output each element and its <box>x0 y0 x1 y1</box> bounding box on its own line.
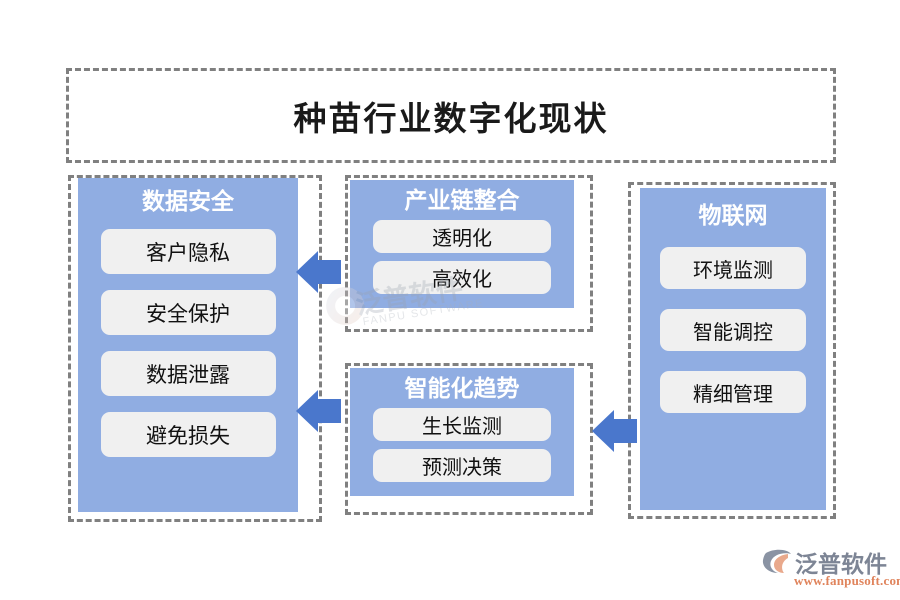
group-panel-iot[interactable]: 物联网 环境监测 智能调控 精细管理 <box>640 188 826 510</box>
arrow-left-icon-chain-to-security <box>296 251 342 293</box>
logo-url: www.fanpusoft.com <box>794 573 900 588</box>
group-item-ai-2[interactable]: 预测决策 <box>373 449 551 482</box>
fanpu-logo-icon <box>762 547 792 575</box>
group-item-iot-2[interactable]: 智能调控 <box>660 309 806 351</box>
arrow-head <box>592 410 614 452</box>
arrow-head <box>296 251 318 293</box>
group-item-security-3[interactable]: 数据泄露 <box>100 351 276 396</box>
group-title-iot: 物联网 <box>698 203 768 228</box>
arrow-tail <box>613 419 637 443</box>
arrow-tail <box>317 260 341 284</box>
page-title: 种苗行业数字化现状 <box>293 101 609 138</box>
group-item-security-2[interactable]: 安全保护 <box>100 290 276 335</box>
logo-brand-cn: 泛普软件 <box>795 552 887 577</box>
group-item-security-1[interactable]: 客户隐私 <box>100 229 276 274</box>
group-item-iot-3[interactable]: 精细管理 <box>660 371 806 413</box>
brand-logo: 泛普软件 www.fanpusoft.com <box>762 545 900 593</box>
group-item-iot-1[interactable]: 环境监测 <box>660 247 806 289</box>
group-outline-ai <box>345 363 593 515</box>
group-title-chain: 产业链整合 <box>404 188 520 213</box>
group-item-chain-2[interactable]: 高效化 <box>373 261 551 294</box>
group-item-chain-1[interactable]: 透明化 <box>373 220 551 253</box>
group-panel-security[interactable]: 数据安全 客户隐私 安全保护 数据泄露 避免损失 <box>78 178 298 512</box>
group-title-ai: 智能化趋势 <box>404 376 520 401</box>
arrow-left-icon-ai-to-security <box>296 390 342 432</box>
arrow-tail <box>317 399 341 423</box>
group-title-security: 数据安全 <box>142 189 234 214</box>
group-outline-security <box>68 175 322 522</box>
title-container: 种苗行业数字化现状 <box>66 68 836 163</box>
group-outline-iot <box>628 182 836 519</box>
group-item-security-4[interactable]: 避免损失 <box>100 412 276 457</box>
group-outline-chain <box>345 175 593 332</box>
group-item-ai-1[interactable]: 生长监测 <box>373 408 551 441</box>
group-panel-ai[interactable]: 智能化趋势 生长监测 预测决策 <box>350 368 574 496</box>
arrow-head <box>296 390 318 432</box>
group-panel-chain[interactable]: 产业链整合 透明化 高效化 <box>350 180 574 308</box>
arrow-left-icon-iot-to-ai <box>592 410 638 452</box>
